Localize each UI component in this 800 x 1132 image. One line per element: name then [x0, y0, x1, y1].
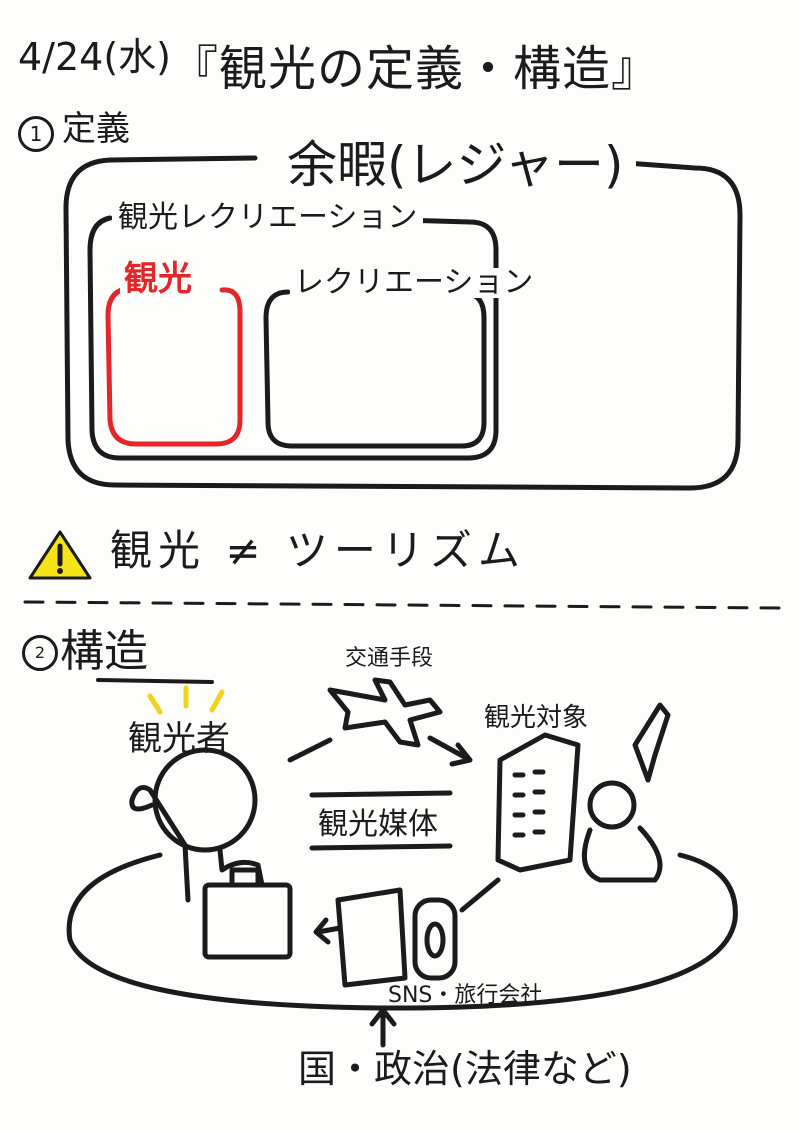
tourism-box: [108, 288, 240, 444]
warning-text: 観光 ≠ ツーリズム: [110, 530, 526, 572]
tourism-recreation-label: 観光レクリエーション: [112, 203, 423, 233]
brochure-icon: [338, 890, 405, 985]
section-divider: [25, 602, 780, 608]
section1-heading: 定義: [62, 112, 130, 146]
government-label: 国・政治(法律など): [298, 1050, 632, 1088]
page-title: 『観光の定義・構造』: [170, 45, 660, 93]
tourism-recreation-box: [90, 218, 496, 458]
transport-label: 交通手段: [345, 648, 433, 670]
tourism-media-label: 観光媒体: [318, 810, 438, 840]
section-number-2: 2: [22, 635, 58, 671]
date-label: 4/24(水): [18, 38, 171, 76]
building-icon: [498, 735, 578, 870]
section2-heading: 構造: [60, 630, 148, 674]
tourist-figure: [155, 750, 255, 850]
tourist-label: 観光者: [128, 722, 230, 756]
leisure-label: 余暇(レジャー): [275, 140, 636, 190]
recreation-label: レクリエーション: [290, 268, 537, 298]
section-number-1: 1: [18, 116, 54, 152]
sns-agency-label: SNS・旅行会社: [388, 985, 542, 1007]
airplane: [330, 680, 440, 745]
recreation-box: [266, 292, 484, 446]
phone-icon: [415, 900, 455, 978]
warning-icon: [30, 532, 90, 578]
tourism-target-label: 観光対象: [484, 705, 588, 731]
tourism-label: 観光: [120, 262, 196, 296]
